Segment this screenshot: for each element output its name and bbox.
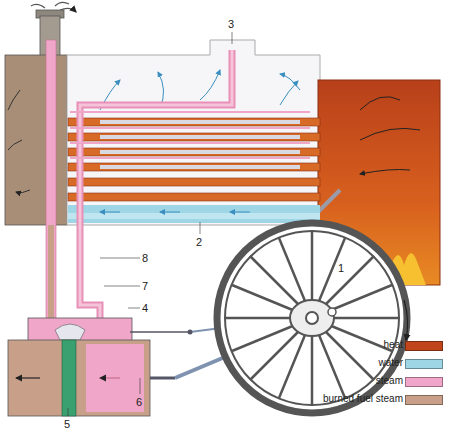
callout-number: 7 (142, 280, 148, 292)
callout-number: 8 (142, 252, 148, 264)
callout-number: 1 (338, 262, 344, 274)
callout-number: 4 (142, 302, 148, 314)
callout-number: 3 (228, 18, 234, 30)
legend-text: heat (384, 338, 403, 351)
callout-number: 5 (64, 418, 70, 430)
callout-number: 6 (136, 396, 142, 408)
legend-swatch (405, 395, 443, 405)
legend-swatch (405, 341, 443, 351)
legend-row: steam (330, 374, 445, 388)
legend-text: water (379, 356, 403, 369)
legend-swatch (405, 377, 443, 387)
legend-text: burned fuel steam (323, 392, 403, 405)
callout-number: 2 (196, 236, 202, 248)
legend-swatch (405, 359, 443, 369)
legend-text: steam (376, 374, 403, 387)
legend-row: water (330, 356, 445, 370)
legend-row: heat (330, 338, 445, 352)
legend-row: burned fuel steam (330, 392, 445, 406)
